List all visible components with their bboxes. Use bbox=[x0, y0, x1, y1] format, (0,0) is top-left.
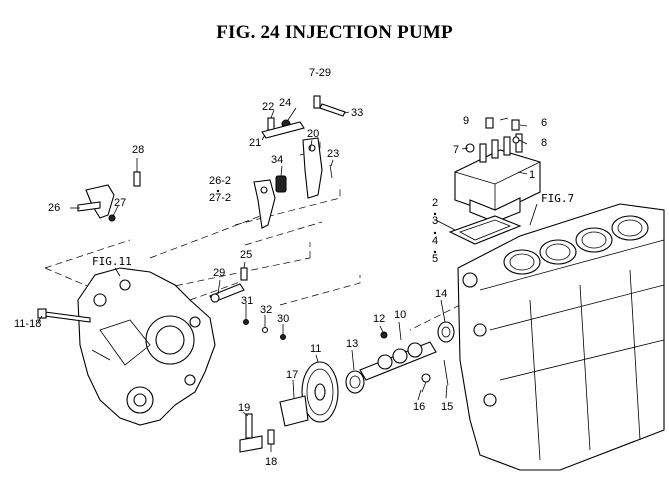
figure-title: FIG. 24 INJECTION PUMP bbox=[216, 22, 453, 43]
fig-11-reference: FIG.11 bbox=[92, 255, 132, 268]
callout-14: 14 bbox=[435, 288, 447, 300]
leader-lines bbox=[37, 107, 538, 452]
bracket-15-16 bbox=[421, 359, 449, 393]
callout-30: 30 bbox=[277, 313, 289, 325]
callout-6: 6 bbox=[541, 117, 547, 129]
bolt-11-18 bbox=[37, 308, 91, 323]
callout-25: 25 bbox=[240, 249, 252, 261]
callout-32: 32 bbox=[260, 304, 272, 316]
callout-22: 22 bbox=[262, 101, 274, 113]
callout-7: 7 bbox=[453, 144, 459, 156]
callout-3: 3 bbox=[432, 215, 438, 227]
callout-17: 17 bbox=[286, 369, 298, 381]
callout-31: 31 bbox=[241, 295, 253, 307]
callout-29: 29 bbox=[213, 267, 225, 279]
callout-1: 1 bbox=[529, 169, 535, 181]
callout-15: 15 bbox=[441, 401, 453, 413]
part-callouts: 1 2 3 4 5 6 7 7-29 8 9 10 11 11-18 12 13… bbox=[14, 67, 547, 468]
callout-4: 4 bbox=[432, 235, 438, 247]
callout-13: 13 bbox=[346, 338, 358, 350]
callout-26: 26 bbox=[48, 202, 60, 214]
pump-camshaft bbox=[345, 321, 455, 394]
callout-7-29: 7-29 bbox=[309, 67, 331, 79]
callout-8: 8 bbox=[541, 137, 547, 149]
callout-18: 18 bbox=[265, 456, 277, 468]
gear-case-housing bbox=[77, 267, 216, 426]
pump-drive-gear bbox=[301, 361, 339, 423]
injection-pump-body bbox=[454, 117, 541, 223]
small-linkage-parts bbox=[209, 267, 286, 340]
callout-21: 21 bbox=[249, 137, 261, 149]
callout-23: 23 bbox=[327, 148, 339, 160]
pump-gasket bbox=[448, 215, 522, 245]
callout-11-18: 11-18 bbox=[14, 318, 41, 330]
callout-5: 5 bbox=[432, 253, 438, 265]
callout-28: 28 bbox=[132, 144, 144, 156]
callout-20: 20 bbox=[307, 128, 319, 140]
callout-9: 9 bbox=[463, 115, 469, 127]
callout-24: 24 bbox=[279, 97, 291, 109]
list-dot bbox=[216, 189, 220, 193]
callout-10: 10 bbox=[394, 309, 406, 321]
fig-7-reference: FIG.7 bbox=[541, 192, 574, 205]
callout-19: 19 bbox=[238, 402, 250, 414]
list-dot bbox=[433, 212, 437, 216]
callout-33: 33 bbox=[351, 107, 363, 119]
callout-27-2: 27-2 bbox=[209, 192, 231, 204]
engine-cylinder-block bbox=[457, 203, 665, 471]
list-dot bbox=[433, 231, 437, 235]
callout-27: 27 bbox=[114, 197, 126, 209]
callout-12: 12 bbox=[373, 313, 385, 325]
link-lever-assembly bbox=[77, 171, 141, 222]
callout-16: 16 bbox=[413, 401, 425, 413]
callout-11: 11 bbox=[310, 343, 321, 355]
callout-26-2: 26-2 bbox=[209, 175, 231, 187]
callout-2: 2 bbox=[432, 197, 438, 209]
list-dot bbox=[433, 250, 437, 254]
callout-34: 34 bbox=[271, 154, 283, 166]
gear-hub-and-bolt bbox=[239, 395, 309, 453]
